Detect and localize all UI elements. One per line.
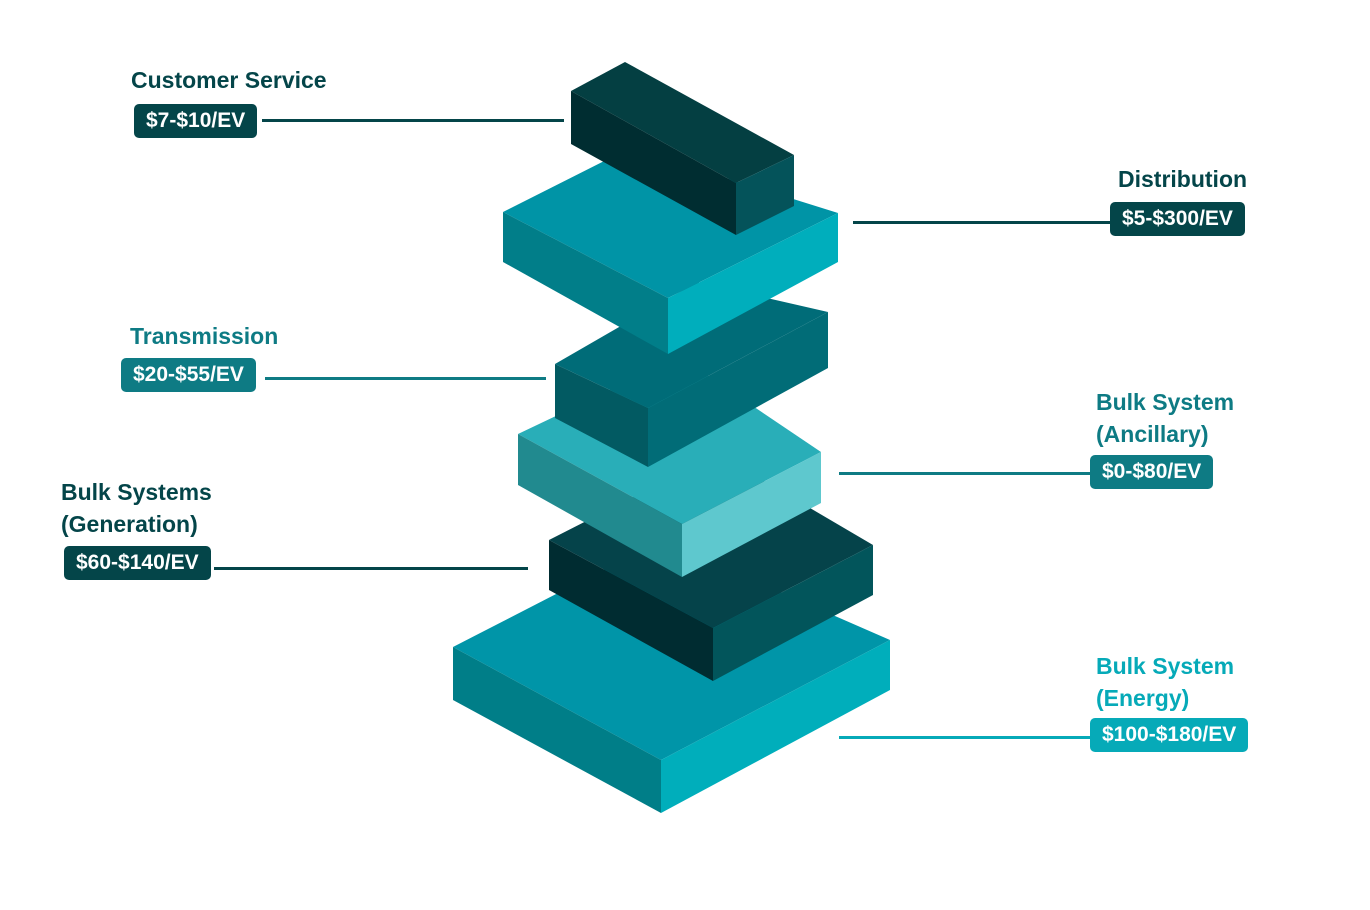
bulk-energy-title-line2: (Energy) xyxy=(1096,685,1190,711)
distribution-leader-line xyxy=(853,221,1115,224)
bulk-energy-title-line1: Bulk System xyxy=(1096,653,1235,679)
bulk-generation-title-line2: (Generation) xyxy=(61,511,198,537)
distribution-cost-badge: $5-$300/EV xyxy=(1110,202,1245,236)
bulk-generation-leader-line xyxy=(214,567,528,570)
bulk-energy-leader-line xyxy=(839,736,1095,739)
bulk-ancillary-title-line2: (Ancillary) xyxy=(1096,421,1209,447)
bulk-ancillary-cost-badge: $0-$80/EV xyxy=(1090,455,1214,489)
customer-service-leader-line xyxy=(262,119,564,122)
slab-customer-service xyxy=(571,62,794,235)
transmission-title: Transmission xyxy=(130,323,279,349)
transmission-cost-badge: $20-$55/EV xyxy=(121,358,256,392)
bulk-generation-cost-badge: $60-$140/EV xyxy=(64,546,211,580)
customer-service-cost-badge: $7-$10/EV xyxy=(134,104,258,138)
slab-distribution xyxy=(503,148,838,354)
distribution-title: Distribution xyxy=(1118,166,1248,192)
bulk-ancillary-title-line1: Bulk System xyxy=(1096,389,1235,415)
slab-transmission xyxy=(555,282,828,467)
bulk-generation-title-line1: Bulk Systems xyxy=(61,479,212,505)
bulk-ancillary-leader-line xyxy=(839,472,1095,475)
customer-service-title: Customer Service xyxy=(131,67,327,93)
transmission-leader-line xyxy=(265,377,546,380)
bulk-energy-cost-badge: $100-$180/EV xyxy=(1090,718,1249,752)
